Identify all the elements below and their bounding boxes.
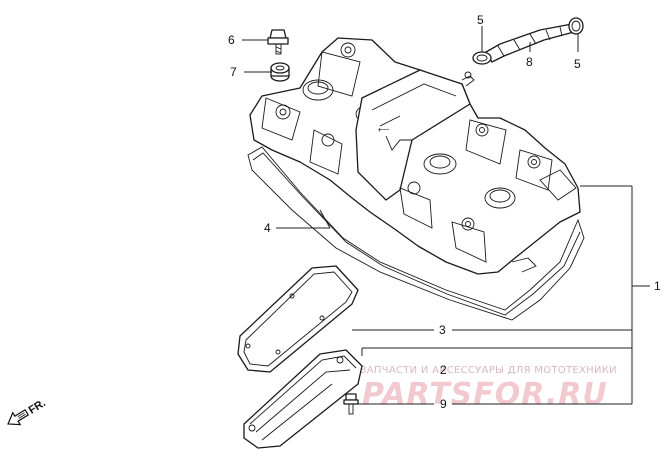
bolt-9 — [343, 393, 359, 415]
watermark-brand: PARTSFOR.RU — [362, 377, 608, 412]
hose-clip-lower — [472, 51, 492, 65]
head-cover-gasket — [247, 146, 585, 321]
front-direction-indicator: FR. — [7, 397, 48, 426]
watermark-tagline: ЗАПЧАСТИ И АКСЕССУАРЫ ДЛЯ МОТОТЕХНИКИ — [360, 365, 617, 376]
callout-6: 6 — [228, 33, 235, 47]
front-arrow-icon — [7, 408, 30, 426]
leader-lines — [242, 26, 650, 405]
hose-clip-upper — [568, 17, 584, 35]
callout-8: 8 — [526, 55, 533, 69]
callout-3: 3 — [439, 323, 446, 337]
front-label: FR. — [27, 397, 48, 417]
seal-7 — [270, 62, 290, 82]
bolt-6 — [267, 29, 289, 55]
plug-cover-gasket — [237, 265, 359, 373]
callout-5-left: 5 — [477, 13, 484, 27]
callout-4: 4 — [264, 221, 271, 235]
callout-1: 1 — [654, 279, 661, 293]
plug-hole-cover — [243, 349, 363, 449]
callouts: 6 7 4 5 5 8 1 3 2 9 — [228, 13, 661, 411]
callout-5-right: 5 — [574, 57, 581, 71]
callout-2: 2 — [440, 363, 447, 377]
callout-9: 9 — [440, 397, 447, 411]
cylinder-head-cover: ⟵ — [249, 37, 581, 275]
watermark: ЗАПЧАСТИ И АКСЕССУАРЫ ДЛЯ МОТОТЕХНИКИ PA… — [360, 365, 617, 412]
svg-text:⟵: ⟵ — [378, 125, 390, 134]
callout-7: 7 — [230, 65, 237, 79]
